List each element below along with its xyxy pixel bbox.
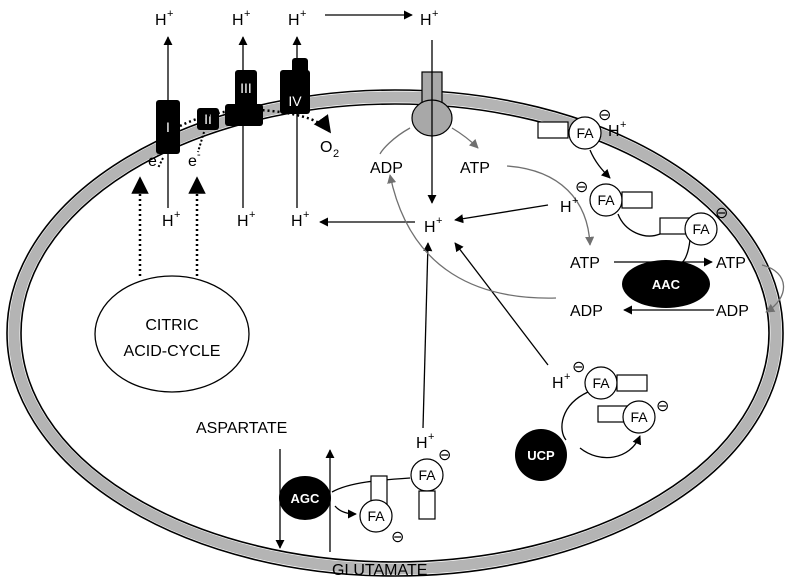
ucp-cycle: FA ⊖ H + FA ⊖ UCP — [515, 359, 669, 481]
complex-ii-label: II — [204, 111, 212, 127]
svg-text:H: H — [155, 12, 167, 29]
svg-text:⊖: ⊖ — [575, 179, 588, 196]
fa-label-1: FA — [576, 125, 594, 141]
svg-text:+: + — [300, 8, 306, 20]
agc-carrier: AGC ASPARTATE GLUTAMATE FA ⊖ FA ⊖ H + — [196, 420, 451, 579]
aspartate-label: ASPARTATE — [196, 420, 287, 437]
svg-text:+: + — [167, 8, 173, 20]
svg-text:⊖: ⊖ — [656, 398, 669, 415]
atp-label-aac-out: ATP — [716, 255, 746, 272]
svg-text:+: + — [432, 8, 438, 20]
o2-subscript: 2 — [333, 148, 339, 160]
o2-label: O — [320, 139, 332, 156]
svg-text:+: + — [620, 119, 626, 131]
citric-acid-cycle: CITRIC ACID-CYCLE — [94, 275, 250, 393]
matrix-proton-labels: H + H + H + — [162, 209, 309, 230]
atp-label-aac-in: ATP — [570, 255, 600, 272]
svg-text:⊖: ⊖ — [715, 205, 728, 222]
fa-label-7: FA — [418, 467, 436, 483]
electron-label-1: e — [148, 153, 157, 170]
agc-label: AGC — [291, 491, 321, 506]
atp-synthase: ADP ATP — [370, 40, 490, 204]
svg-text:⊖: ⊖ — [572, 359, 585, 376]
svg-text:+: + — [436, 215, 442, 227]
svg-text:H: H — [552, 375, 564, 392]
svg-text:-: - — [157, 149, 161, 161]
aac-label: AAC — [652, 277, 681, 292]
glutamate-label: GLUTAMATE — [332, 562, 427, 579]
electron-transport-chain: I II III IV O 2 e - e - — [131, 36, 339, 276]
svg-text:H: H — [420, 12, 432, 29]
fatty-acid-cycle-top: FA ⊖ H + FA ⊖ H + FA ⊖ — [537, 107, 728, 265]
fa-label-4: FA — [592, 375, 610, 391]
complex-i-label: I — [166, 119, 170, 135]
svg-text:+: + — [174, 209, 180, 221]
fa-label-6: FA — [367, 508, 385, 524]
adp-label-synthase: ADP — [370, 160, 403, 177]
citric-label-line1: CITRIC — [145, 317, 198, 334]
fa-label-5: FA — [630, 409, 648, 425]
svg-text:⊖: ⊖ — [598, 107, 611, 124]
svg-text:+: + — [428, 431, 434, 443]
ucp-label: UCP — [527, 448, 555, 463]
svg-text:H: H — [162, 213, 174, 230]
adp-atp-cycle-arrows — [387, 165, 785, 313]
top-proton-labels: H + H + H + H + — [155, 8, 438, 29]
complex-iv-label: IV — [288, 93, 302, 109]
electron-label-2: e — [188, 153, 197, 170]
svg-text:H: H — [424, 219, 436, 236]
adp-label-aac-out: ADP — [716, 303, 749, 320]
svg-text:H: H — [237, 213, 249, 230]
inner-membrane — [6, 89, 784, 577]
svg-text:H: H — [288, 12, 300, 29]
complex-iii-label: III — [240, 80, 252, 96]
svg-text:H: H — [560, 199, 572, 216]
aac-transporter: AAC ATP ATP ADP ADP — [570, 255, 749, 320]
fa-label-3: FA — [692, 221, 710, 237]
svg-text:+: + — [572, 195, 578, 207]
complex-iv — [280, 70, 310, 114]
svg-text:H: H — [416, 435, 428, 452]
citric-label-line2: ACID-CYCLE — [124, 343, 221, 360]
svg-text:H: H — [232, 12, 244, 29]
central-proton: H + — [319, 204, 549, 429]
fa-label-2: FA — [597, 192, 615, 208]
svg-text:+: + — [249, 209, 255, 221]
complex-i — [156, 100, 180, 154]
svg-text:+: + — [244, 8, 250, 20]
svg-text:⊖: ⊖ — [438, 447, 451, 464]
svg-text:+: + — [303, 209, 309, 221]
svg-text:+: + — [564, 371, 570, 383]
svg-text:H: H — [608, 123, 620, 140]
svg-text:-: - — [197, 149, 201, 161]
svg-text:H: H — [291, 213, 303, 230]
adp-label-aac-in: ADP — [570, 303, 603, 320]
atp-label-synthase: ATP — [460, 160, 490, 177]
svg-text:⊖: ⊖ — [391, 529, 404, 546]
